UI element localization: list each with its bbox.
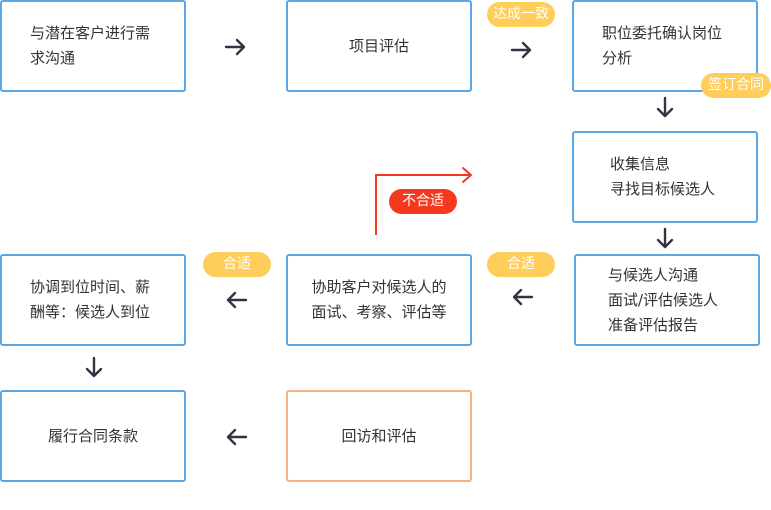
step-label-line: 酬等：候选人到位 xyxy=(30,303,151,321)
step-candidate-interview: 与候选人沟通 面试/评估候选人 准备评估报告 xyxy=(574,254,760,346)
step-label-line: 求沟通 xyxy=(30,49,76,67)
step-label-line: 准备评估报告 xyxy=(608,315,699,334)
step-label-line: 寻找目标候选人 xyxy=(610,180,716,198)
badge-contract-signed: 签订合同 xyxy=(701,73,771,98)
arrow-left-icon xyxy=(226,428,248,446)
arrow-right-icon xyxy=(510,41,532,59)
step-onboarding: 协调到位时间、薪 酬等：候选人到位 xyxy=(0,254,186,346)
step-position-analysis: 职位委托确认岗位 分析 xyxy=(572,0,758,92)
step-label-line: 协助客户对候选人的 xyxy=(311,278,447,296)
step-assist-client-interview: 协助客户对候选人的 面试、考察、评估等 xyxy=(286,254,472,346)
badge-suitable: 合适 xyxy=(203,252,271,277)
arrow-down-icon xyxy=(656,96,674,118)
step-label-line: 收集信息 xyxy=(610,155,671,173)
step-project-evaluation: 项目评估 xyxy=(286,0,472,92)
step-label-line: 面试、考察、评估等 xyxy=(311,303,447,321)
step-fulfill-contract: 履行合同条款 xyxy=(0,390,186,482)
step-label-line: 项目评估 xyxy=(348,36,409,55)
arrow-right-icon xyxy=(224,38,246,56)
step-client-needs: 与潜在客户进行需 求沟通 xyxy=(0,0,186,92)
step-label-line: 回访和评估 xyxy=(341,426,417,445)
step-label-line: 面试/评估候选人 xyxy=(608,290,719,309)
step-label-line: 协调到位时间、薪 xyxy=(30,278,151,296)
step-label-line: 职位委托确认岗位 xyxy=(602,24,723,42)
badge-not-suitable: 不合适 xyxy=(389,189,457,214)
arrow-down-icon xyxy=(85,356,103,378)
step-label-line: 与潜在客户进行需 xyxy=(30,24,151,42)
arrow-left-icon xyxy=(512,288,534,306)
step-label-line: 与候选人沟通 xyxy=(608,265,699,284)
badge-agreement-reached: 达成一致 xyxy=(487,2,555,27)
arrow-down-icon xyxy=(656,227,674,249)
step-candidate-search: 收集信息 寻找目标候选人 xyxy=(572,131,758,223)
arrow-left-icon xyxy=(226,291,248,309)
step-follow-up-evaluation: 回访和评估 xyxy=(286,390,472,482)
step-label-line: 分析 xyxy=(602,49,633,67)
badge-suitable: 合适 xyxy=(487,252,555,277)
step-label-line: 履行合同条款 xyxy=(47,426,138,445)
loop-back-arrow-icon xyxy=(375,167,472,235)
